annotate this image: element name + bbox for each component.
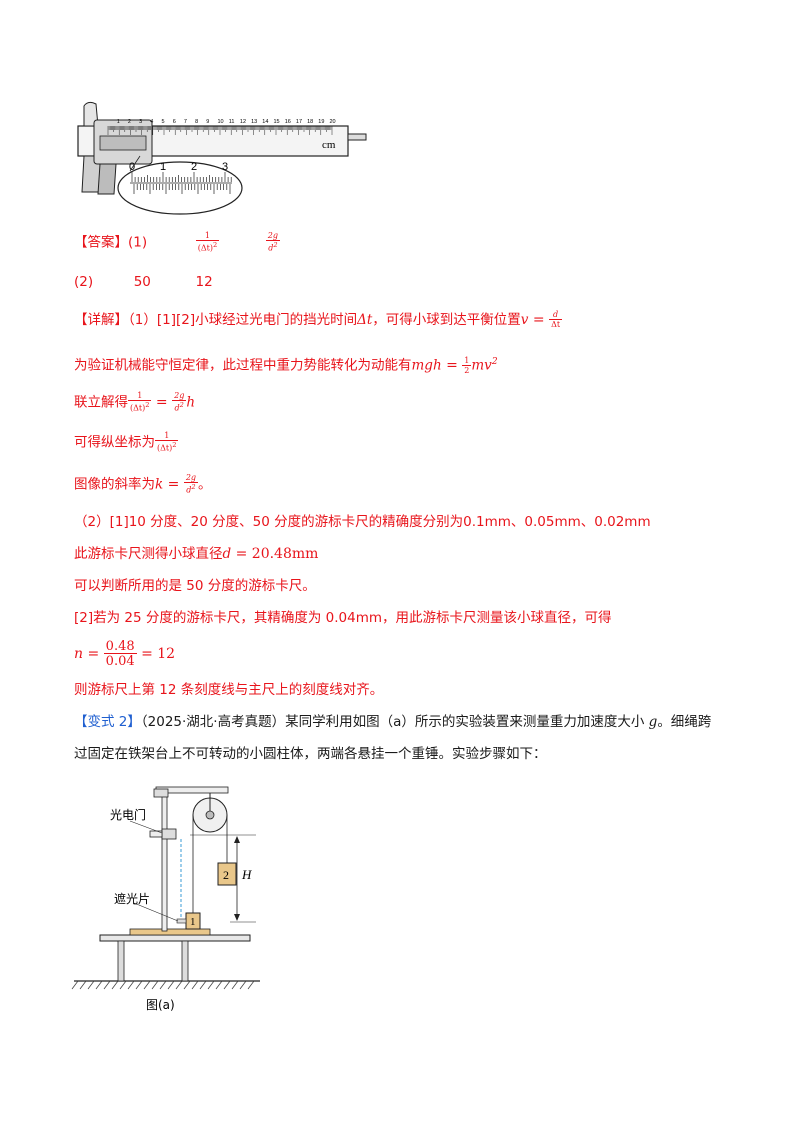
main-scale-label: 5 <box>162 119 165 125</box>
figure-caption: 图(a) <box>146 998 175 1012</box>
shade-tab <box>176 918 187 924</box>
main-scale-label: 12 <box>240 119 246 125</box>
variant-label: 【变式 2】 <box>74 714 141 730</box>
answer-frac-2: 2g d2 <box>265 231 281 253</box>
main-scale-label: 6 <box>173 119 176 125</box>
zoom-scale: 0 1 2 3 <box>129 161 232 194</box>
shade-label: 遮光片 <box>114 891 150 906</box>
zoom-scale-label: 1 <box>160 161 166 173</box>
main-scale-label: 15 <box>274 119 280 125</box>
main-scale-label: 16 <box>285 119 291 125</box>
variant-line-2: 过固定在铁架台上不可转动的小圆柱体，两端各悬挂一个重锤。实验步骤如下： <box>74 746 547 762</box>
ground-hatch <box>71 980 255 990</box>
variant-line-1: 【变式 2】（2025·湖北·高考真题）某同学利用如图（a）所示的实验装置来测量… <box>74 714 712 730</box>
main-scale-label: 4 <box>150 119 153 125</box>
answer-label: 【答案】(1) <box>74 234 148 251</box>
photogate <box>161 828 177 840</box>
main-scale-label: 11 <box>229 119 235 125</box>
zoom-scale-label: 2 <box>191 161 197 173</box>
detail-line-7: 此游标卡尺测得小球直径d = 20.48mm <box>74 546 319 562</box>
main-scale-label: 14 <box>262 119 268 125</box>
detail-line-9: [2]若为 25 分度的游标卡尺，其精确度为 0.04mm，用此游标卡尺测量该小… <box>74 610 612 626</box>
main-scale-label: 7 <box>184 119 187 125</box>
main-scale-label: 1 <box>117 119 120 125</box>
svg-text:1: 1 <box>190 916 196 928</box>
unit-label: cm <box>322 139 336 151</box>
svg-text:2: 2 <box>223 868 229 882</box>
zoom-ellipse <box>117 161 243 215</box>
answer-row-1: 【答案】(1) 1 (Δt)2 2g d2 <box>74 231 281 253</box>
photogate-label: 光电门 <box>110 807 146 822</box>
apparatus-figure: H 2 1 光电门 遮光片 图(a) <box>71 786 260 1012</box>
detail-line-8: 可以判断所用的是 50 分度的游标卡尺。 <box>74 578 316 594</box>
detail-line-11: 则游标尺上第 12 条刻度线与主尺上的刻度线对齐。 <box>74 682 384 698</box>
stand-pole <box>161 790 168 932</box>
weight-2 <box>217 862 237 886</box>
main-scale-label: 18 <box>307 119 313 125</box>
zoom-scale-label: 0 <box>129 161 135 173</box>
main-scale-label: 20 <box>330 119 336 125</box>
height-label: H <box>241 867 252 882</box>
base-plate <box>129 928 211 936</box>
main-scale-label: 13 <box>251 119 257 125</box>
detail-line-6: （2）[1]10 分度、20 分度、50 分度的游标卡尺的精确度分别为0.1mm… <box>74 514 651 530</box>
detail-line-1: 【详解】（1）[1][2]小球经过光电门的挡光时间Δt，可得小球到达平衡位置v … <box>74 310 563 329</box>
main-scale-label: 9 <box>206 119 209 125</box>
main-scale-label: 3 <box>139 119 142 125</box>
answer-frac-1: 1 (Δt)2 <box>195 231 220 253</box>
main-scale-label: 19 <box>318 119 324 125</box>
table-top <box>99 934 251 942</box>
zoom-scale-label: 3 <box>222 161 228 173</box>
main-scale-label: 2 <box>128 119 131 125</box>
main-scale-label: 17 <box>296 119 302 125</box>
main-scale-label: 10 <box>218 119 224 125</box>
main-scale-label: 8 <box>195 119 198 125</box>
answer-row-2: (2) 50 12 <box>74 274 213 290</box>
